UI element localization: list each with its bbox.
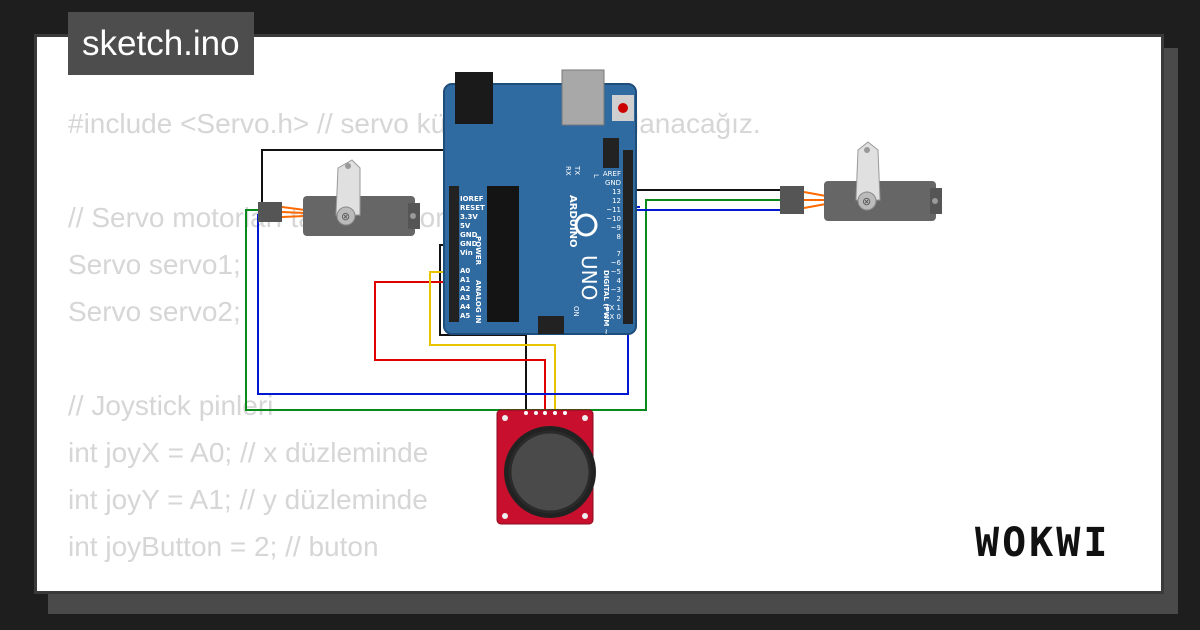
digital-pin-labels: AREF GND 13 12 ~11 ~10 ~9 8 7 ~6 ~5 4 ~3…	[603, 170, 622, 321]
power-header	[449, 186, 459, 266]
pin-label: RESET	[460, 204, 485, 212]
pin-label: A1	[460, 276, 470, 284]
servo-left[interactable]: ⊗	[258, 159, 420, 236]
servo-cable	[803, 191, 827, 209]
arduino-uno-board[interactable]: ARDUINO UNO POWER ANALOG IN DIGITAL (PWM…	[443, 69, 637, 338]
pin-label: A5	[460, 312, 470, 320]
pin-label: 8	[617, 233, 621, 241]
pin-label: IOREF	[460, 195, 484, 203]
pin-label: ~6	[611, 259, 622, 267]
pin-label: GND	[605, 179, 621, 187]
joystick-pins	[524, 411, 567, 415]
servo-body	[824, 181, 936, 221]
wire-red	[374, 281, 546, 412]
analog-label: ANALOG IN	[474, 280, 482, 324]
code-line: // Joystick pinleri	[68, 390, 274, 421]
on-label: ON	[572, 306, 580, 317]
pin-label: ~5	[611, 268, 621, 276]
digital-header-top	[623, 150, 633, 250]
rx-label: RX	[564, 166, 572, 176]
pin-label: Vin	[460, 249, 473, 257]
pin-label: 7	[617, 250, 621, 258]
code-background: #include <Servo.h> // servo kütüphanesin…	[68, 100, 1068, 570]
power-pin-labels: IOREF RESET 3.3V 5V GND GND Vin	[460, 195, 485, 257]
pin-label: 13	[612, 188, 621, 196]
power-label: POWER	[474, 236, 482, 266]
wire-green	[245, 199, 782, 411]
arduino-logo-icon	[574, 213, 598, 237]
pin-label: A4	[460, 303, 470, 311]
servo-horn[interactable]	[335, 159, 361, 216]
wire-yellow	[429, 271, 556, 412]
digital-label: DIGITAL (PWM ~)	[602, 270, 610, 338]
pin-label: ~10	[606, 215, 621, 223]
pin-label: A2	[460, 285, 470, 293]
reset-button[interactable]	[618, 103, 628, 113]
arduino-model-text: UNO	[577, 255, 601, 300]
pin-label: A0	[460, 267, 470, 275]
code-line: Servo servo1;	[68, 249, 241, 280]
arduino-brand-text: ARDUINO	[567, 195, 578, 247]
servo-body	[303, 196, 415, 236]
pin-label: 2	[617, 295, 621, 303]
power-jack	[455, 72, 493, 124]
servo-horn[interactable]	[855, 141, 881, 201]
icsp-header-top	[603, 138, 619, 168]
pin-label: 5V	[460, 222, 471, 230]
servo-connector	[258, 202, 282, 222]
pin-label: ~11	[606, 206, 621, 214]
pin-label: TX 1	[604, 304, 621, 312]
code-line: int joyX = A0; // x düzleminde	[68, 437, 429, 468]
tx-label: TX	[573, 165, 581, 175]
digital-header-bottom	[623, 250, 633, 324]
code-line: Servo servo2;	[68, 296, 241, 327]
pin-label: ~9	[611, 224, 621, 232]
analog-header	[449, 266, 459, 322]
code-line: int joyY = A1; // y düzleminde	[68, 484, 428, 515]
l-label: L	[592, 174, 600, 178]
svg-text:⊗: ⊗	[341, 210, 350, 223]
joystick-module[interactable]	[496, 409, 596, 525]
servo-cable	[281, 206, 306, 218]
pin-label: GND	[460, 240, 478, 248]
pin-label: ~3	[611, 286, 621, 294]
servo-connector	[780, 186, 804, 214]
wokwi-logo: WOKWI	[975, 520, 1111, 566]
code-line: int joyButton = 2; // buton	[68, 531, 379, 562]
analog-pin-labels: A0 A1 A2 A3 A4 A5	[460, 267, 470, 320]
usb-port	[561, 69, 605, 126]
svg-text:⊗: ⊗	[862, 195, 871, 208]
pin-label: GND	[460, 231, 478, 239]
joystick-knob[interactable]	[508, 430, 592, 514]
pin-label: AREF	[603, 170, 621, 178]
icsp-header	[538, 316, 564, 334]
servo-right[interactable]: ⊗	[780, 141, 942, 221]
pin-label: 3.3V	[460, 213, 478, 221]
pin-label: RX 0	[605, 313, 621, 321]
sketch-file-tab[interactable]: sketch.ino	[68, 12, 254, 75]
pin-label: 4	[617, 277, 622, 285]
microcontroller-chip	[487, 186, 519, 322]
pin-label: A3	[460, 294, 470, 302]
pin-label: 12	[612, 197, 621, 205]
